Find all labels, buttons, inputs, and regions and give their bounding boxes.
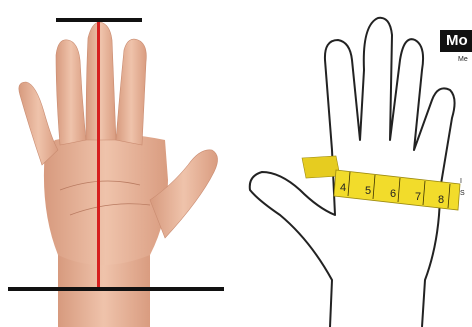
side-text: S: [460, 190, 465, 197]
tape-tick-label: 5: [365, 185, 371, 197]
ring-finger: [56, 40, 86, 145]
index-finger: [116, 39, 146, 145]
hand-outline-illustration: 4 5 6 7 8: [240, 0, 472, 327]
tape-tick-label: 4: [340, 182, 346, 194]
top-measure-bar: [56, 18, 142, 22]
hand-width-diagram: 4 5 6 7 8: [240, 0, 472, 327]
tape-tick-label: 7: [415, 191, 421, 203]
hand-length-line: [97, 22, 100, 287]
tape-end: [302, 156, 340, 178]
bottom-measure-bar: [8, 287, 224, 291]
palm-shape: [44, 134, 168, 265]
hand-length-photo: [0, 0, 240, 327]
middle-finger: [86, 22, 116, 140]
tape-tick-label: 8: [438, 194, 444, 206]
brand-badge: Mo: [440, 30, 472, 52]
pinky-finger: [19, 82, 58, 165]
hand-photo-illustration: [0, 0, 240, 327]
side-text: I: [460, 178, 462, 185]
badge-subtext: Me: [458, 56, 468, 63]
tape-tick-label: 6: [390, 188, 396, 200]
